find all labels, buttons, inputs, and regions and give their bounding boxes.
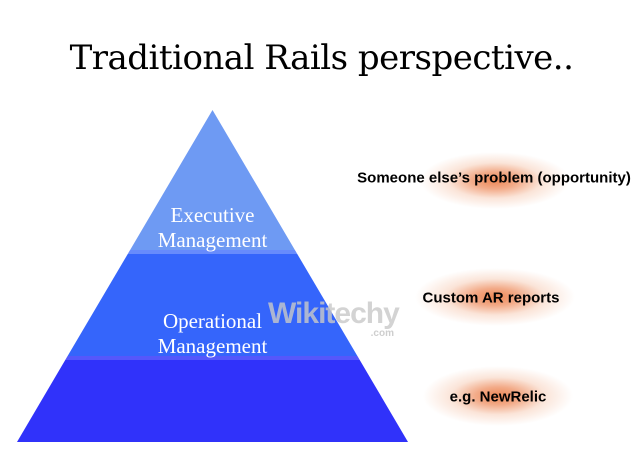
pyramid-layer-operational (67, 250, 358, 356)
annotation-eg-newrelic: e.g. NewRelic (449, 388, 547, 406)
pyramid-layer-executive (130, 110, 295, 250)
pyramid-bevel-highlight-top (127, 250, 298, 254)
slide-title: Traditional Rails perspective.. (69, 38, 574, 78)
pyramid-diagram (17, 110, 408, 442)
annotation-custom-ar-reports: Custom AR reports (422, 289, 560, 307)
pyramid-bevel-highlight-bottom (65, 356, 360, 360)
highlight-glow-ellipse (420, 152, 570, 209)
pyramid-layer-base (17, 356, 408, 442)
highlight-glow-ellipse (423, 366, 573, 426)
annotation-someone-elses-problem: Someone else’s problem (opportunity) (357, 169, 631, 187)
highlight-glow-ellipse (415, 268, 575, 326)
